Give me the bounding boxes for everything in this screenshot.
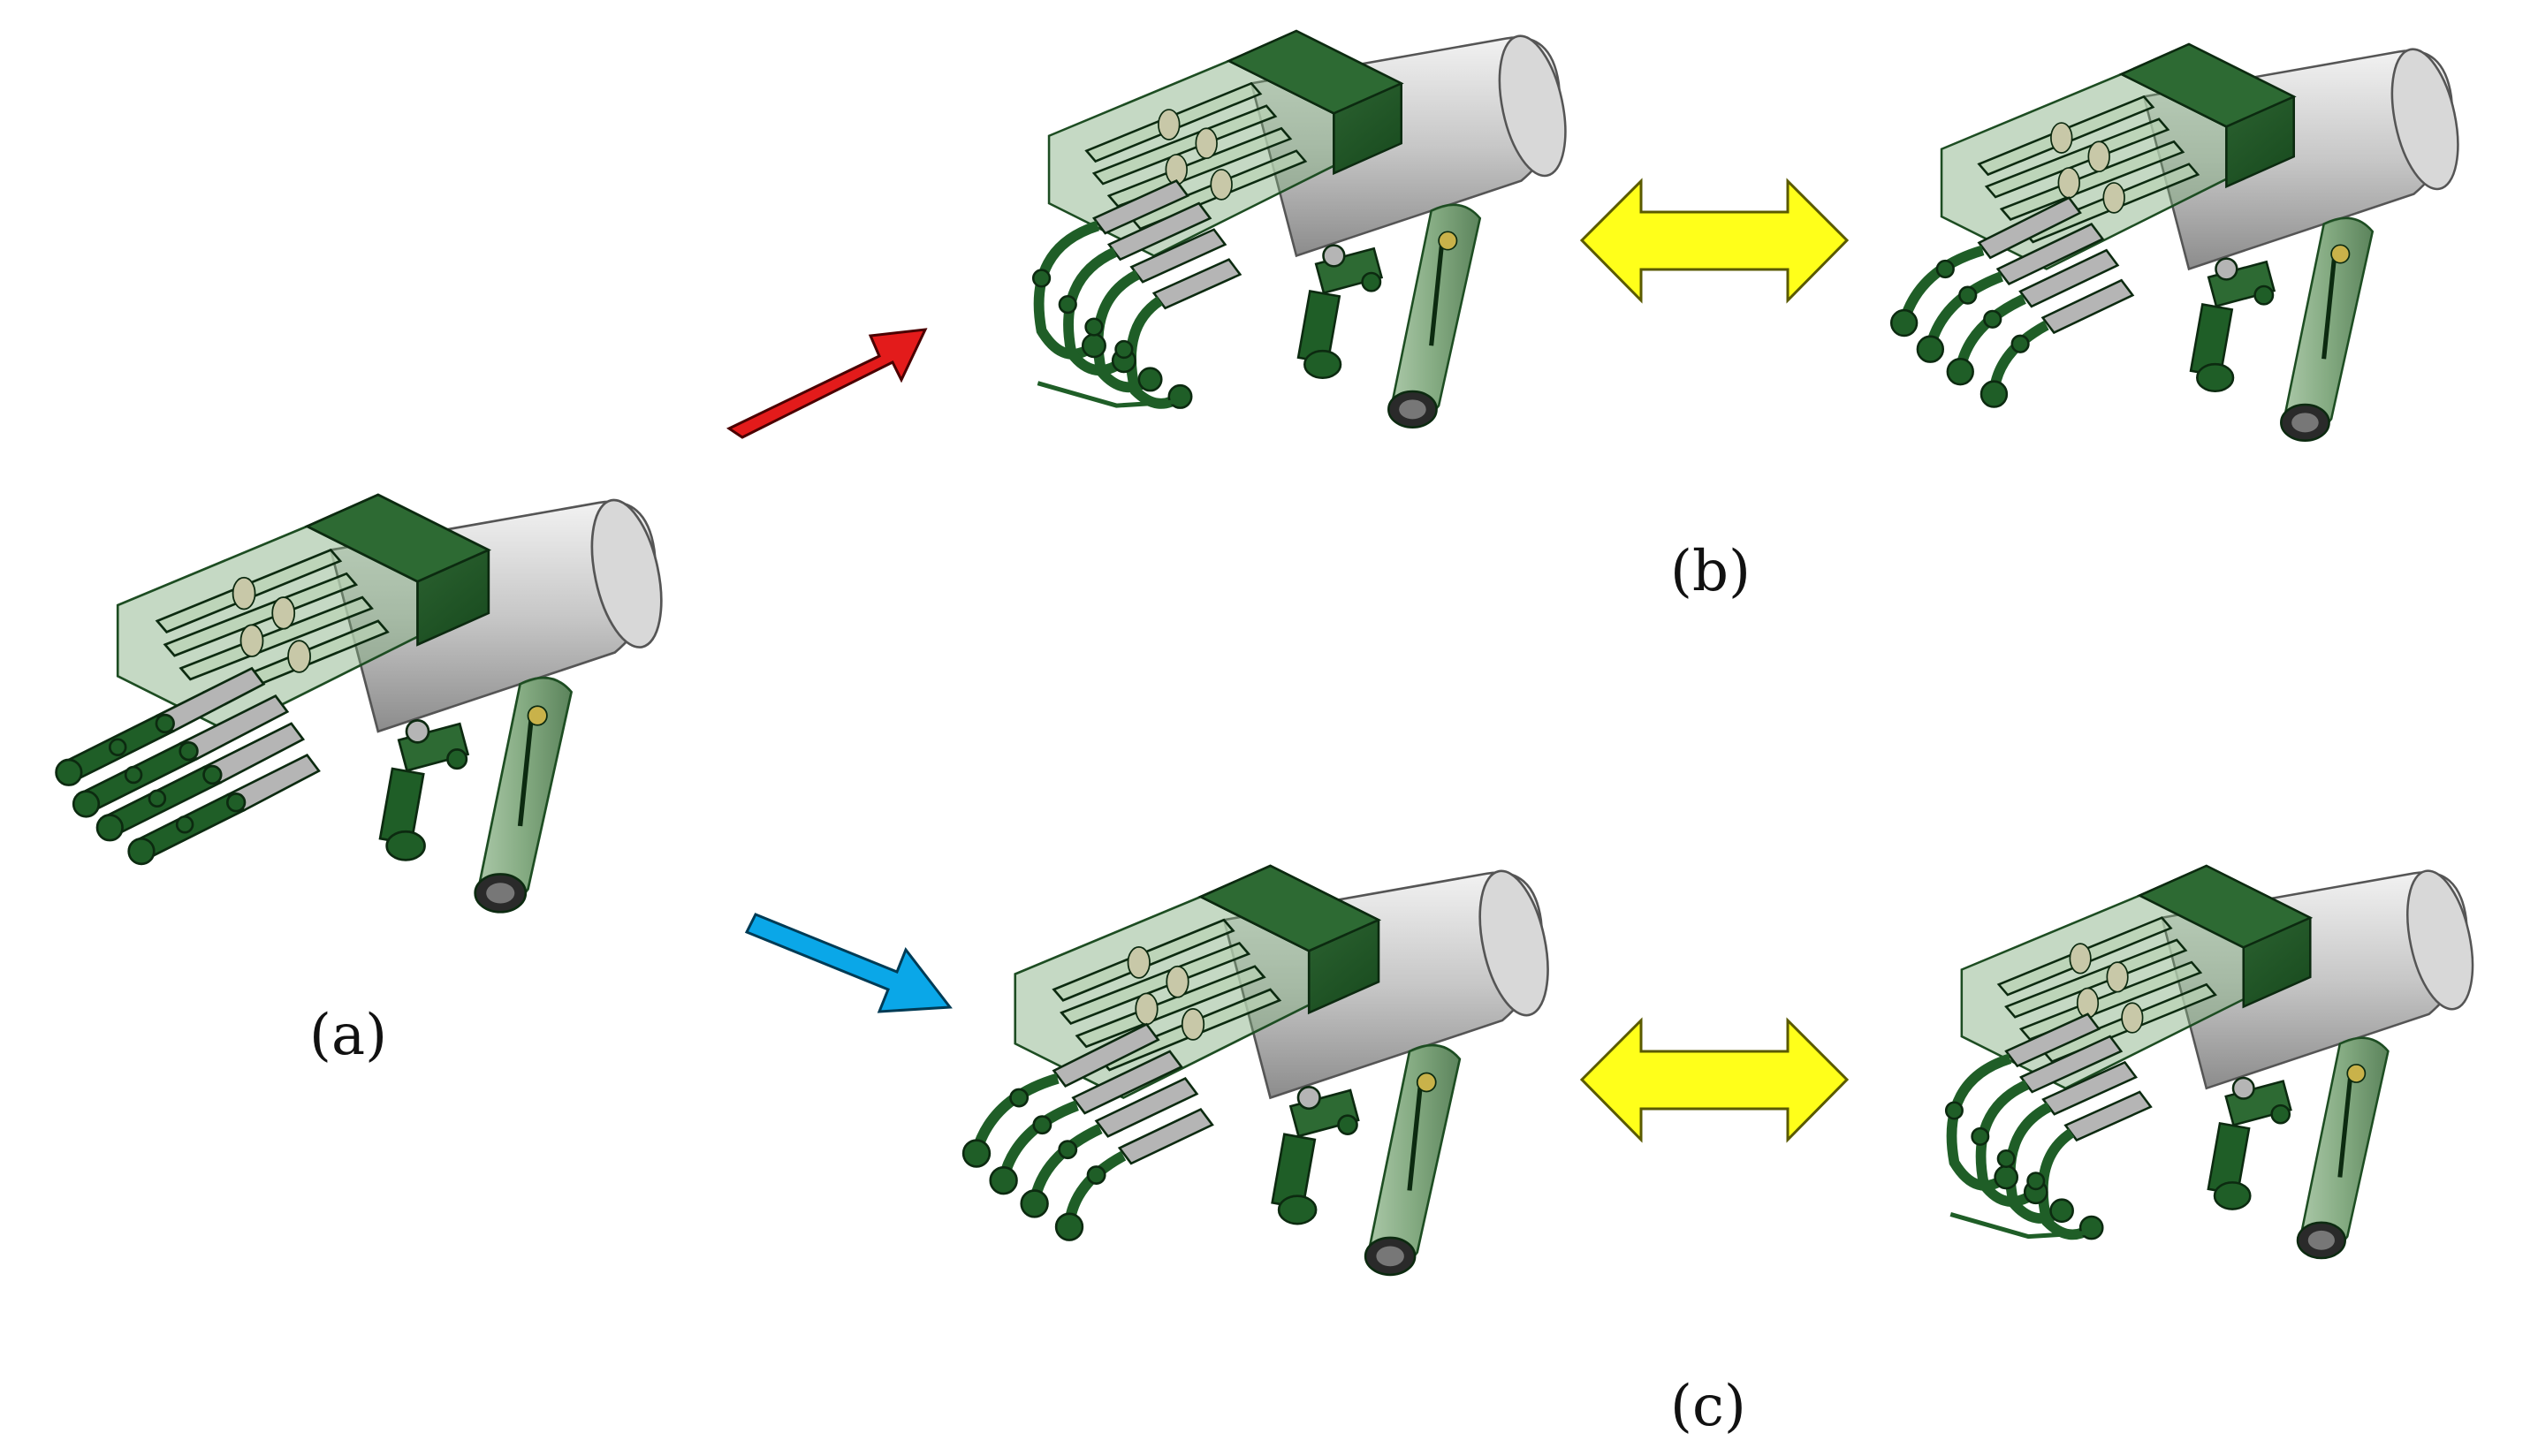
label-a: (a): [309, 1003, 388, 1068]
hand-b1-grasp: [963, 31, 1600, 451]
hand-b2-half: [1856, 44, 2492, 464]
hand-a-open: [27, 495, 698, 937]
blue-arrow-icon: [744, 888, 954, 1020]
label-b: (b): [1670, 539, 1751, 604]
hand-c2-grasp: [1882, 866, 2501, 1281]
yellow-double-arrow-icon-b: [1577, 177, 1851, 305]
hand-c1-half: [928, 866, 1582, 1299]
label-c: (c): [1670, 1374, 1746, 1439]
yellow-double-arrow-icon-c: [1577, 1016, 1851, 1144]
red-arrow-icon: [720, 314, 932, 446]
